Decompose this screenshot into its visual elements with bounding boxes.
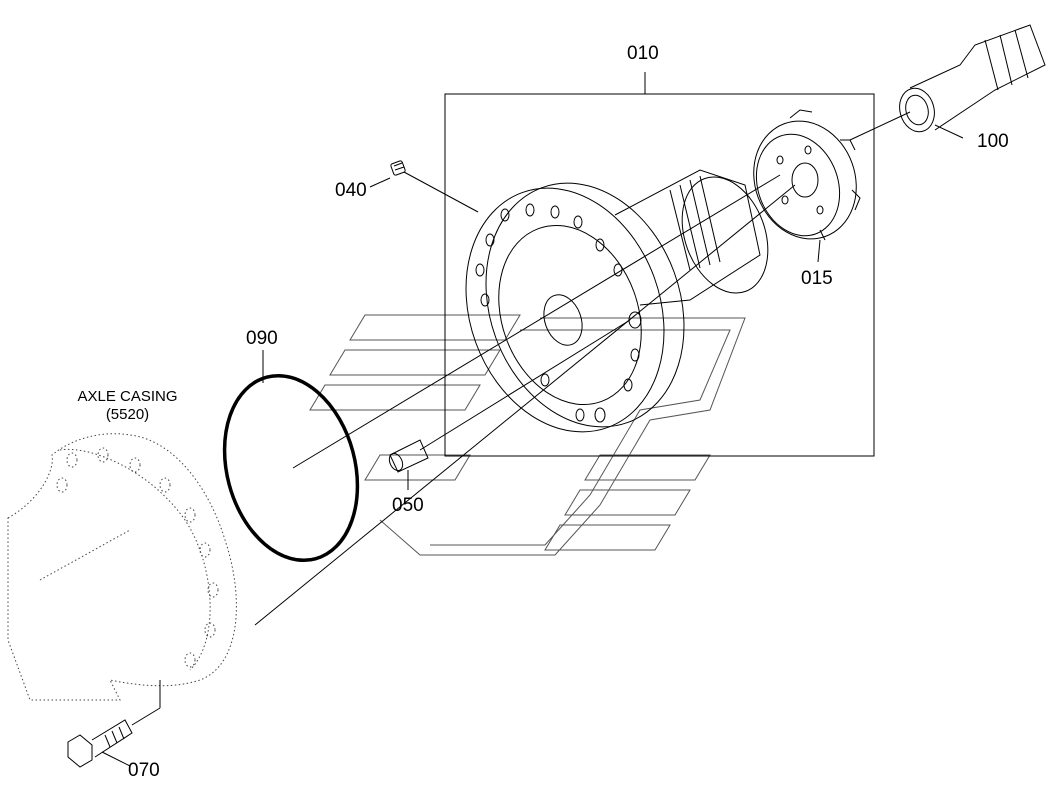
assembly-bracket-010 [444, 72, 875, 457]
leader-lines [101, 111, 964, 767]
callout-050: 050 [392, 495, 424, 516]
flange-bolt-holes [475, 203, 642, 423]
hub-flange-010 [465, 182, 685, 433]
splined-coupling-100 [899, 24, 1046, 133]
bolt-070 [67, 719, 133, 768]
plug-040 [390, 160, 406, 176]
callout-090: 090 [246, 328, 278, 349]
axle-casing-reference: AXLE CASING (5520) [70, 388, 185, 424]
spline-shaft [614, 169, 769, 306]
o-ring-090 [222, 373, 360, 563]
axle-casing-title: AXLE CASING [77, 388, 178, 405]
ring-gear-015 [753, 109, 861, 241]
plug-050 [388, 439, 429, 473]
callout-100: 100 [977, 131, 1009, 152]
callout-015: 015 [801, 268, 833, 289]
axle-casing-code: (5520) [105, 406, 150, 423]
watermark-logo [309, 314, 746, 556]
callout-040: 040 [335, 180, 367, 201]
callout-010: 010 [627, 43, 659, 64]
axle-casing-outline [7, 433, 237, 701]
callout-070: 070 [128, 760, 160, 781]
